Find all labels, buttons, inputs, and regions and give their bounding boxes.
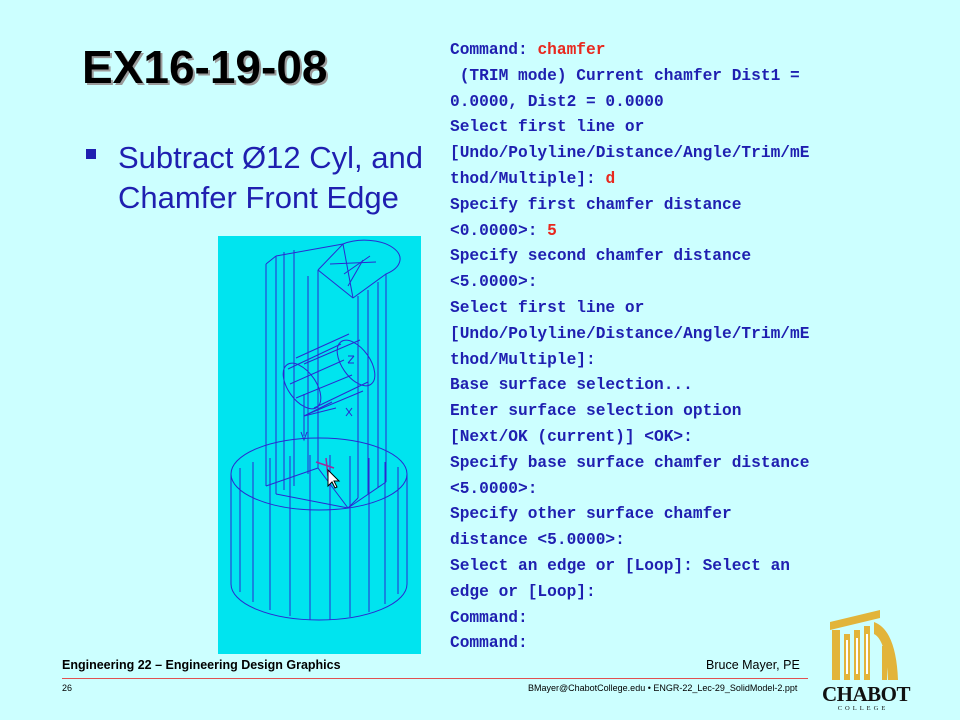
footer-author: Bruce Mayer, PE — [706, 658, 800, 672]
command-prompt-text: thod/Multiple]: — [450, 169, 606, 188]
command-input-text: chamfer — [537, 41, 606, 59]
command-prompt-text: (TRIM mode) Current chamfer Dist1 = — [450, 66, 800, 85]
cad-viewport — [218, 236, 421, 654]
command-log-line: Specify second chamfer distance — [450, 244, 940, 270]
command-log-line: [Undo/Polyline/Distance/Angle/Trim/mE — [450, 322, 940, 348]
logo-word: CHABOT — [822, 682, 911, 706]
command-input-text: d — [605, 169, 616, 188]
command-log-line: Specify other surface chamfer — [450, 502, 940, 528]
command-log-line: Specify base surface chamfer distance — [450, 451, 940, 477]
command-prompt-text: Specify other surface chamfer — [450, 505, 732, 524]
command-log: Command: chamfer (TRIM mode) Current cha… — [450, 38, 940, 657]
command-log-line: Enter surface selection option — [450, 399, 940, 425]
command-log-line: Specify first chamfer distance — [450, 193, 940, 219]
command-prompt-text: <5.0000>: — [450, 479, 538, 498]
command-log-line: distance <5.0000>: — [450, 528, 940, 554]
command-log-line: Command: chamfer — [450, 38, 940, 64]
chabot-college-logo: CHABOT COLLEGE — [822, 600, 911, 718]
command-prompt-text: Select first line or — [450, 298, 645, 317]
command-log-line: 0.0000, Dist2 = 0.0000 — [450, 90, 940, 116]
command-prompt-text: Specify base surface chamfer distance — [450, 453, 810, 472]
command-log-line: <0.0000>: 5 — [450, 219, 940, 245]
command-prompt-text: Select an edge or [Loop]: Select an — [450, 556, 790, 575]
ucs-icon — [300, 355, 355, 442]
command-input-text: 5 — [547, 221, 557, 240]
command-log-line: thod/Multiple]: d — [450, 167, 940, 193]
wireframe-model — [230, 239, 408, 621]
command-log-line: Select first line or — [450, 115, 940, 141]
base-cylinder-body — [230, 474, 408, 621]
command-prompt-text: Enter surface selection option — [450, 402, 742, 421]
logo-sub: COLLEGE — [837, 705, 889, 712]
command-prompt-text: Command: — [450, 634, 528, 653]
command-prompt-text: [Undo/Polyline/Distance/Angle/Trim/mE — [450, 144, 810, 163]
command-log-line: thod/Multiple]: — [450, 348, 940, 374]
command-prompt-text: thod/Multiple]: — [450, 350, 596, 369]
command-log-line: Command: — [450, 631, 940, 657]
command-prompt-text: edge or [Loop]: — [450, 582, 596, 601]
command-prompt-text: [Undo/Polyline/Distance/Angle/Trim/mE — [450, 324, 810, 343]
command-prompt-text: distance <5.0000>: — [450, 531, 625, 550]
command-prompt-text: [Next/OK (current)] <OK>: — [450, 427, 693, 446]
command-log-line: <5.0000>: — [450, 270, 940, 296]
mouse-cursor-icon — [315, 457, 341, 489]
slide-title: EX16-19-08 — [82, 41, 328, 93]
footer-course: Engineering 22 – Engineering Design Grap… — [62, 658, 341, 672]
command-prompt-text: Specify second chamfer distance — [450, 247, 752, 266]
command-log-line: Base surface selection... — [450, 373, 940, 399]
page-number: 26 — [62, 683, 73, 693]
base-cylinder-top-edge — [230, 437, 408, 511]
command-log-line: [Undo/Polyline/Distance/Angle/Trim/mE — [450, 141, 940, 167]
command-prompt-text: <5.0000>: — [450, 273, 538, 292]
command-log-line: edge or [Loop]: — [450, 580, 940, 606]
command-log-line: (TRIM mode) Current chamfer Dist1 = — [450, 64, 940, 90]
command-log-line: Select an edge or [Loop]: Select an — [450, 554, 940, 580]
command-log-line: Command: — [450, 606, 940, 632]
bullet-text: Subtract Ø12 Cyl, and Chamfer Front Edge — [118, 140, 423, 215]
footer-file: BMayer@ChabotCollege.edu • ENGR-22_Lec-2… — [528, 683, 798, 693]
command-log-line: [Next/OK (current)] <OK>: — [450, 425, 940, 451]
logo-building-icon — [822, 600, 904, 684]
command-prompt-text: Command: — [450, 41, 538, 59]
command-prompt-text: Select first line or — [450, 118, 645, 137]
command-prompt-text: Base surface selection... — [450, 376, 693, 395]
command-log-line: <5.0000>: — [450, 477, 940, 503]
command-prompt-text: Specify first chamfer distance — [450, 195, 742, 214]
command-prompt-text: 0.0000, Dist2 = 0.0000 — [450, 92, 664, 111]
footer-divider — [62, 678, 808, 679]
bullet-square-icon — [86, 149, 96, 159]
command-log-line: Select first line or — [450, 296, 940, 322]
command-prompt-text: <0.0000>: — [450, 221, 548, 240]
command-prompt-text: Command: — [450, 608, 528, 627]
